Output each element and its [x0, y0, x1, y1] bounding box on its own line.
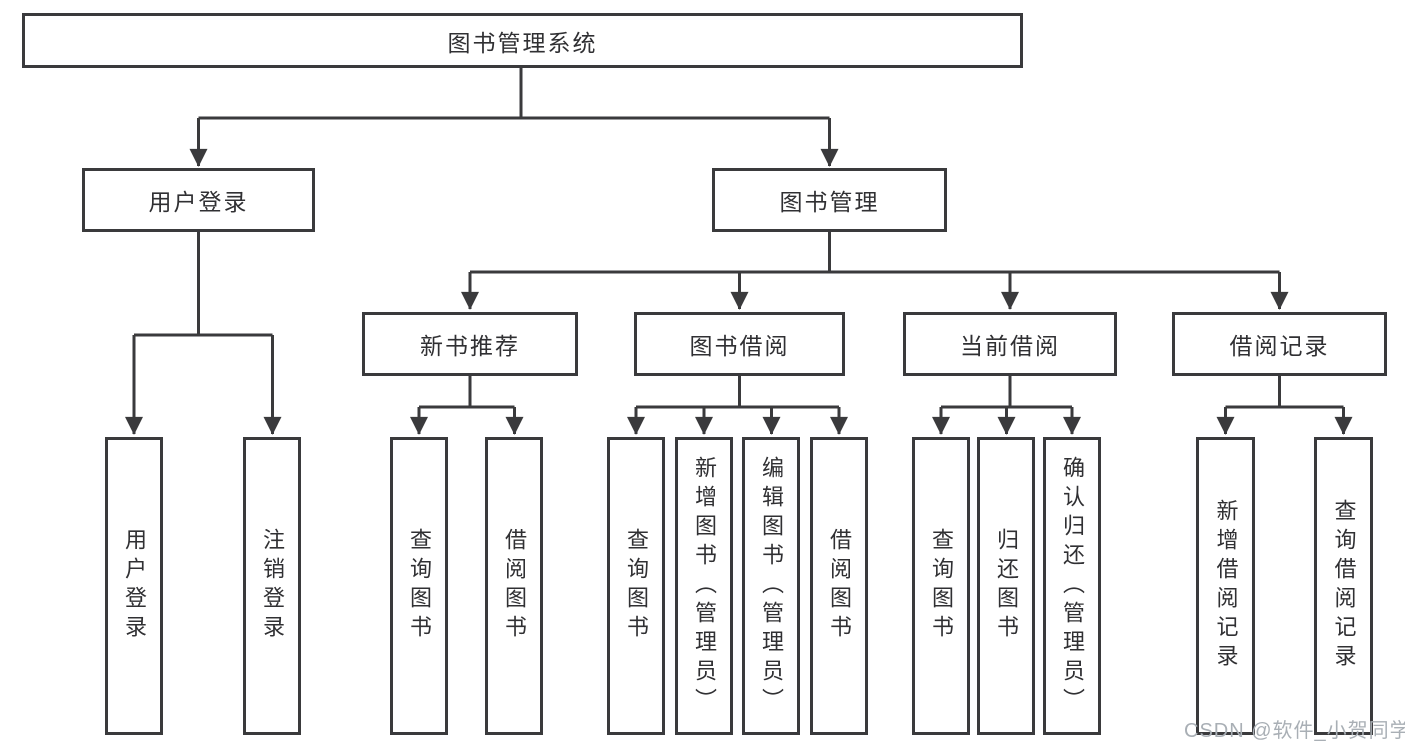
- node-current-borrowing: 当前借阅: [903, 312, 1117, 376]
- node-library-management-system: 图书管理系统: [22, 13, 1023, 68]
- node-new-book-recommend: 新书推荐: [362, 312, 578, 376]
- node-leaf-query-books-2: 查询图书: [607, 437, 665, 735]
- node-leaf-borrow-books-1: 借阅图书: [485, 437, 543, 735]
- node-leaf-edit-books-admin: 编辑图书（管理员）: [742, 437, 800, 735]
- csdn-watermark: CSDN @软件_小贺同学: [1184, 720, 1405, 742]
- node-leaf-borrow-books-2: 借阅图书: [810, 437, 868, 735]
- node-leaf-user-login: 用户登录: [105, 437, 163, 735]
- node-leaf-confirm-return-admin: 确认归还（管理员）: [1043, 437, 1101, 735]
- node-book-borrowing: 图书借阅: [634, 312, 845, 376]
- node-leaf-add-books-admin: 新增图书（管理员）: [675, 437, 733, 735]
- node-leaf-logout: 注销登录: [243, 437, 301, 735]
- node-leaf-query-books-3: 查询图书: [912, 437, 970, 735]
- node-borrowing-records: 借阅记录: [1172, 312, 1387, 376]
- node-leaf-add-borrow-record: 新增借阅记录: [1196, 437, 1255, 735]
- node-user-login: 用户登录: [82, 168, 315, 232]
- node-leaf-query-borrow-record: 查询借阅记录: [1314, 437, 1373, 735]
- node-leaf-query-books-1: 查询图书: [390, 437, 448, 735]
- node-leaf-return-books: 归还图书: [977, 437, 1035, 735]
- node-book-management: 图书管理: [712, 168, 947, 232]
